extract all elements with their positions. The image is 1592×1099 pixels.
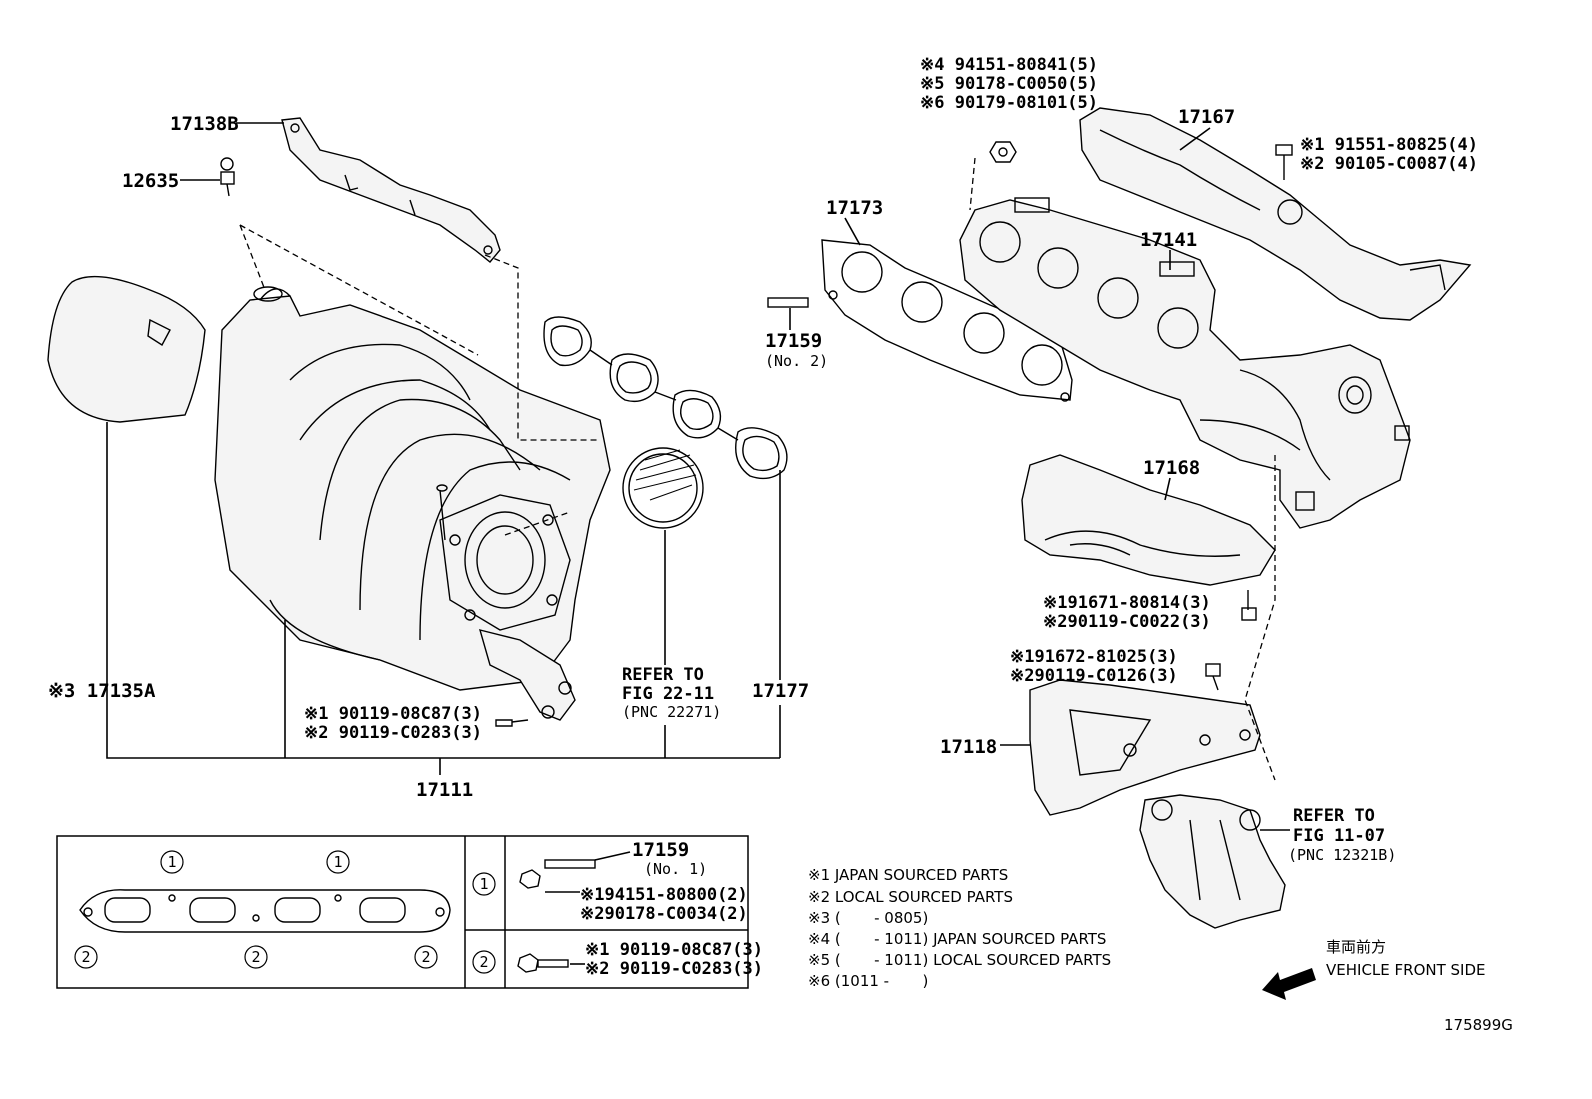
marker-2: 2 <box>421 948 430 966</box>
part-label-17177: 17177 <box>752 680 809 702</box>
dash-line <box>239 224 266 291</box>
part-label-17168: 17168 <box>1143 457 1200 479</box>
leader-line <box>1179 127 1211 151</box>
marker-2: 2 <box>479 953 488 971</box>
legend-box <box>56 835 749 989</box>
dash-line <box>484 254 600 441</box>
dash-line <box>239 224 479 356</box>
bolt-12635 <box>220 157 235 197</box>
legend-marker: 1 1 2 2 2 1 2 <box>74 850 496 974</box>
callout-bolt-17118-2: ※290119-C0126(3) <box>1010 666 1178 686</box>
intake-manifold-17111 <box>214 286 611 721</box>
callout-bolt-17168-2: ※290119-C0022(3) <box>1043 612 1211 632</box>
exhaust-manifold-17141 <box>959 197 1411 529</box>
callout-bolt-17111-2: ※2 90119-C0283(3) <box>304 723 482 743</box>
legend-part-17159-sub: (No. 1) <box>644 860 707 878</box>
bolt-17168 <box>1241 590 1257 621</box>
bracket-17138B <box>281 117 501 263</box>
refer-right-3: (PNC 12321B) <box>1288 846 1396 864</box>
legend-row2-a: ※1 90119-08C87(3) <box>585 940 763 960</box>
legend-part-17159: 17159 <box>632 839 689 861</box>
vehicle-front-arrow-icon <box>1262 968 1316 1000</box>
legend-row1-b: ※290178-C0034(2) <box>580 904 748 924</box>
dash-line <box>504 511 571 536</box>
leader-line <box>1164 477 1171 501</box>
callout-nut-1: ※4 94151-80841(5) <box>920 55 1098 75</box>
part-label-17135A: ※3 17135A <box>48 680 156 702</box>
note-1: ※1 JAPAN SOURCED PARTS <box>808 866 1008 884</box>
refer-left-3: (PNC 22271) <box>622 703 721 721</box>
dash-line <box>1244 455 1276 781</box>
callout-bolt-17167-2: ※2 90105-C0087(4) <box>1300 154 1478 174</box>
marker-1: 1 <box>333 853 342 871</box>
note-6: ※6 (1011 - ) <box>808 972 928 990</box>
part-label-17159-sub: (No. 2) <box>765 352 828 370</box>
leader-line <box>594 851 631 861</box>
figure-id: 175899G <box>1444 1016 1513 1034</box>
leader-line <box>106 422 780 759</box>
engine-bracket-lower <box>1139 794 1286 929</box>
marker-1: 1 <box>167 853 176 871</box>
heat-insulator-17168 <box>1021 454 1276 586</box>
heat-insulator-17167 <box>1079 107 1472 321</box>
marker-2: 2 <box>81 948 90 966</box>
engine-cover-17135A <box>47 275 206 423</box>
refer-left-2: FIG 22-11 <box>622 684 714 704</box>
callout-nut-3: ※6 90179-08101(5) <box>920 93 1098 113</box>
marker-1: 1 <box>479 875 488 893</box>
part-label-17141: 17141 <box>1140 229 1197 251</box>
callout-bolt-17118-1: ※191672-81025(3) <box>1010 647 1178 667</box>
bolt-17111 <box>495 719 529 727</box>
callout-bolt-17111-1: ※1 90119-08C87(3) <box>304 704 482 724</box>
exhaust-gasket-17173 <box>821 239 1073 402</box>
bolt-17118 <box>1205 663 1221 691</box>
bracket-17118 <box>1029 679 1261 816</box>
part-label-12635: 12635 <box>122 170 179 192</box>
nut-top <box>989 141 1017 163</box>
part-label-17159: 17159 <box>765 330 822 352</box>
direction-en: VEHICLE FRONT SIDE <box>1326 961 1486 979</box>
callout-bolt-17168-1: ※191671-80814(3) <box>1043 593 1211 613</box>
refer-right-2: FIG 11-07 <box>1293 826 1385 846</box>
bolt-17167 <box>1275 144 1293 180</box>
part-label-17118: 17118 <box>940 736 997 758</box>
note-4: ※4 ( - 1011) JAPAN SOURCED PARTS <box>808 930 1106 948</box>
part-label-17138B: 17138B <box>170 113 239 135</box>
note-5: ※5 ( - 1011) LOCAL SOURCED PARTS <box>808 951 1111 969</box>
stud-17159-no2 <box>767 297 809 308</box>
intake-gasket-17177 <box>543 316 788 480</box>
part-label-17173: 17173 <box>826 197 883 219</box>
direction-jp: 車両前方 <box>1326 938 1386 956</box>
refer-right-1: REFER TO <box>1293 806 1375 826</box>
part-label-17167: 17167 <box>1178 106 1235 128</box>
leader-line <box>844 217 861 246</box>
callout-nut-2: ※5 90178-C0050(5) <box>920 74 1098 94</box>
part-label-17111: 17111 <box>416 779 473 801</box>
callout-bolt-17167-1: ※1 91551-80825(4) <box>1300 135 1478 155</box>
legend-row2-b: ※2 90119-C0283(3) <box>585 959 763 979</box>
legend-row1-a: ※194151-80800(2) <box>580 885 748 905</box>
marker-2: 2 <box>251 948 260 966</box>
dash-line <box>969 157 976 211</box>
note-2: ※2 LOCAL SOURCED PARTS <box>808 888 1013 906</box>
throttle-gasket-mesh <box>622 447 704 529</box>
refer-left-1: REFER TO <box>622 665 704 685</box>
note-3: ※3 ( - 0805) <box>808 909 928 927</box>
